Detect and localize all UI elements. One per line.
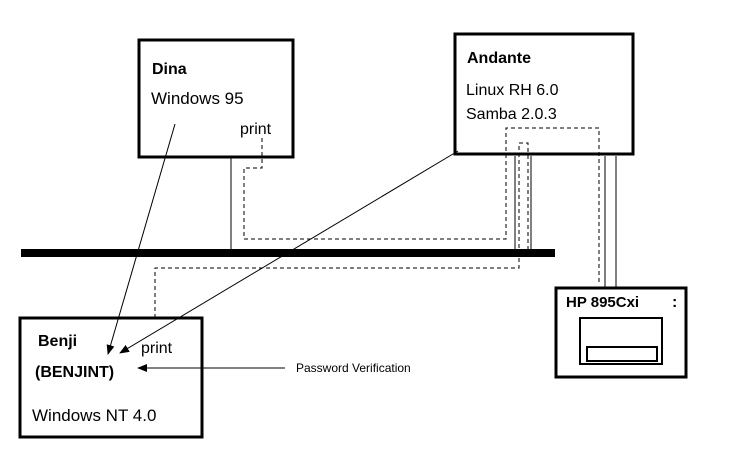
dina-to-benji-arrow <box>106 123 176 355</box>
host-benji-os: Windows NT 4.0 <box>32 406 156 425</box>
print-paths <box>154 127 600 318</box>
dina-print-path <box>243 127 600 285</box>
host-andante-software: Samba 2.0.3 <box>466 106 557 123</box>
host-dina-name: Dina <box>152 61 187 78</box>
printer-hp: HP 895Cxi : <box>554 286 688 379</box>
printer-paper-slot <box>586 346 658 362</box>
host-dina-os: Windows 95 <box>151 89 244 108</box>
printer-marker: : <box>672 294 677 311</box>
host-dina-share-label: print <box>240 121 272 138</box>
host-benji-name: Benji <box>38 333 77 350</box>
host-benji-share-label: print <box>141 340 173 357</box>
host-benji-netbios-name: (BENJINT) <box>35 364 114 381</box>
benji-print-path <box>154 142 529 318</box>
host-andante: Andante Linux RH 6.0 Samba 2.0.3 <box>453 32 635 156</box>
password-verification-label: Password Verification <box>296 361 411 375</box>
host-benji: Benji (BENJINT) print Windows NT 4.0 <box>18 316 204 439</box>
host-andante-name: Andante <box>467 50 531 67</box>
host-andante-os: Linux RH 6.0 <box>466 82 559 99</box>
host-dina: Dina Windows 95 print <box>137 38 295 159</box>
printer-body <box>579 317 663 365</box>
printer-model: HP 895Cxi <box>566 294 639 311</box>
arrows <box>106 123 459 372</box>
solid-wires <box>230 156 617 288</box>
